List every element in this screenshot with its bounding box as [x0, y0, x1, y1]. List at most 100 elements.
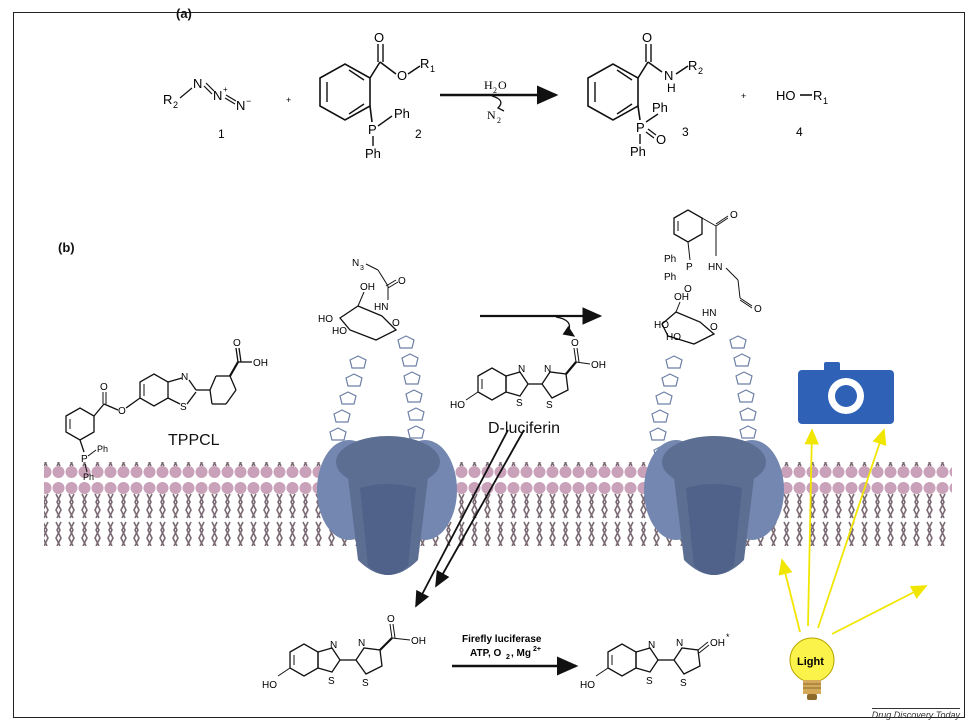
- svg-text:S: S: [362, 678, 369, 689]
- light-rays: [778, 428, 928, 635]
- svg-text:S: S: [328, 676, 335, 687]
- svg-text:O: O: [498, 78, 507, 92]
- svg-text:O: O: [398, 276, 406, 287]
- tppcl-label: TPPCL: [168, 432, 220, 449]
- panel-label-a: (a): [176, 6, 192, 21]
- svg-text:2: 2: [493, 86, 497, 95]
- svg-text:O: O: [571, 338, 579, 349]
- svg-text:H: H: [484, 78, 493, 92]
- svg-text:2: 2: [506, 654, 510, 661]
- svg-text:S: S: [646, 676, 653, 687]
- svg-text:O: O: [730, 210, 738, 221]
- svg-text:Ph: Ph: [394, 106, 410, 121]
- svg-text:HO: HO: [580, 680, 595, 691]
- svg-text:OH: OH: [674, 292, 689, 303]
- reaction-a: R 2 N N + N − 1 + O O: [163, 30, 828, 161]
- svg-text:HO: HO: [666, 332, 681, 343]
- svg-text:H: H: [667, 81, 676, 95]
- svg-text:O: O: [233, 338, 241, 349]
- plus-sign-2: +: [741, 91, 746, 101]
- svg-text:Firefly luciferase: Firefly luciferase: [462, 634, 542, 645]
- svg-text:N: N: [676, 638, 683, 649]
- svg-text:S: S: [680, 678, 687, 689]
- phosphine-labeled-sugar-right: O HN O HN P Ph Ph O OH O HO HO: [654, 209, 762, 345]
- svg-text:N: N: [544, 364, 551, 375]
- azido-sugar-left: N 3 O HN OH O HO HO: [318, 258, 406, 341]
- svg-text:2+: 2+: [533, 646, 541, 653]
- glycan-chain-left: [329, 335, 425, 459]
- svg-text:Ph: Ph: [630, 144, 646, 159]
- membrane-protein-left: [317, 436, 457, 575]
- svg-text:Ph: Ph: [365, 146, 381, 161]
- svg-text:P: P: [81, 454, 88, 465]
- svg-text:2: 2: [173, 100, 178, 110]
- svg-text:O: O: [710, 322, 718, 333]
- figure-frame: [13, 12, 965, 718]
- svg-text:HO: HO: [776, 88, 796, 103]
- svg-text:HN: HN: [708, 262, 722, 273]
- svg-text:N: N: [330, 640, 337, 651]
- svg-text:N: N: [487, 108, 496, 122]
- svg-text:P: P: [686, 262, 693, 273]
- svg-text:OH: OH: [710, 638, 725, 649]
- compound-number-3: 3: [682, 125, 689, 139]
- svg-text:−: −: [246, 96, 251, 106]
- svg-text:N: N: [236, 98, 245, 113]
- svg-text:OH: OH: [591, 360, 606, 371]
- svg-text:O: O: [684, 284, 692, 295]
- panel-label-b: (b): [58, 240, 75, 255]
- d-luciferin-label: D-luciferin: [488, 420, 561, 437]
- svg-text:N: N: [648, 640, 655, 651]
- svg-text:N: N: [664, 68, 673, 83]
- compound-number-4: 4: [796, 125, 803, 139]
- svg-text:HN: HN: [374, 302, 388, 313]
- svg-text:S: S: [546, 400, 553, 411]
- amide-compound-3: O N H R 2 P Ph O Ph 3: [587, 30, 703, 159]
- plus-sign-1: +: [286, 95, 291, 105]
- svg-text:O: O: [754, 304, 762, 315]
- alcohol-compound-4: HO R 1 4: [776, 88, 828, 139]
- svg-text:Ph: Ph: [97, 444, 108, 454]
- azide-compound-1: R 2 N N + N − 1: [163, 76, 251, 141]
- svg-text:O: O: [392, 318, 400, 329]
- svg-text:O: O: [642, 30, 652, 45]
- svg-text:Ph: Ph: [664, 254, 676, 265]
- reaction-arrow-a: H 2 O N 2: [440, 78, 559, 125]
- svg-text:N: N: [518, 364, 525, 375]
- svg-text:*: *: [726, 632, 730, 642]
- svg-text:HO: HO: [318, 314, 333, 325]
- svg-text:HO: HO: [654, 320, 669, 331]
- svg-text:P: P: [368, 122, 377, 137]
- light-label: Light: [797, 656, 824, 668]
- svg-text:S: S: [180, 402, 187, 413]
- luciferase-reaction-arrow: Firefly luciferase ATP, O 2 , Mg 2+: [452, 634, 579, 676]
- svg-text:N: N: [352, 258, 359, 269]
- svg-text:S: S: [516, 398, 523, 409]
- svg-text:N: N: [181, 372, 188, 383]
- svg-text:+: +: [223, 85, 228, 94]
- tppcl-structure: O O N S O OH P Ph Ph: [65, 338, 268, 482]
- svg-text:R: R: [813, 88, 822, 103]
- light-bulb-icon: Light: [789, 637, 835, 700]
- camera-icon: [798, 362, 894, 424]
- svg-text:Ph: Ph: [652, 100, 668, 115]
- svg-text:O: O: [100, 382, 108, 393]
- phosphine-compound-2: O O R 1 P Ph Ph 2: [319, 30, 435, 161]
- luciferin-transport-arrows: [415, 429, 525, 608]
- svg-text:3: 3: [360, 265, 364, 272]
- svg-text:ATP, O: ATP, O: [470, 648, 502, 659]
- d-luciferin-structure: HO N S N S O OH: [450, 338, 606, 411]
- svg-text:OH: OH: [411, 636, 426, 647]
- svg-text:O: O: [397, 68, 407, 83]
- d-luciferin-intracellular: HO N S N S O OH: [262, 614, 426, 691]
- svg-text:N: N: [193, 76, 202, 91]
- svg-text:HN: HN: [702, 308, 716, 319]
- svg-text:Ph: Ph: [664, 272, 676, 283]
- compound-number-2: 2: [415, 127, 422, 141]
- svg-text:, Mg: , Mg: [511, 648, 531, 659]
- svg-text:O: O: [387, 614, 395, 625]
- svg-text:2: 2: [698, 66, 703, 76]
- membrane-protein-right: [644, 436, 784, 575]
- svg-text:OH: OH: [360, 282, 375, 293]
